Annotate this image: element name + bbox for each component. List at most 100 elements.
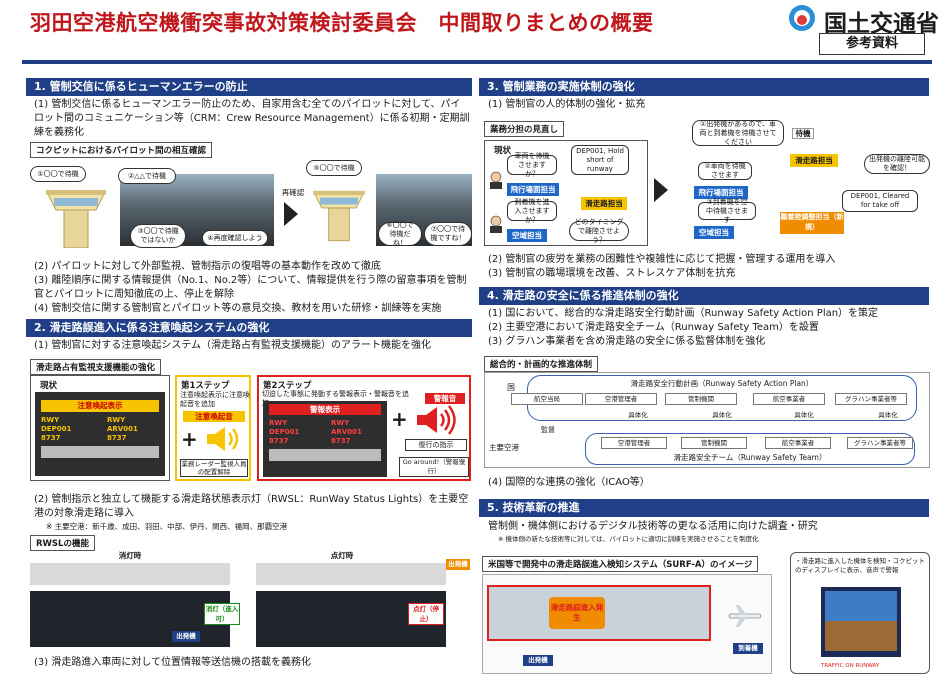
rwsl-off-label: 消灯時	[118, 551, 142, 560]
section-5-item-1: 管制側・機体側におけるデジタル技術等の更なる活用に向けた調査・研究	[488, 521, 818, 532]
duty-dep-hold: DEP001, Hold short of runway	[571, 145, 629, 175]
section-1-item-2: (2) パイロットに対して外部監視、管制指示の復唱等の基本動作を改めて徹底	[34, 261, 382, 272]
speaker-yellow-icon	[207, 427, 239, 451]
current-dep: DEP001	[41, 425, 72, 433]
step-2-rwy-1: RWY	[269, 419, 288, 427]
duty-runway-2: 滑走路担当	[790, 154, 838, 167]
section-2-heading: 2. 滑走路誤進入に係る注意喚起システムの強化	[26, 319, 472, 337]
rwsl-off-state: 消灯（進入可）	[204, 603, 240, 625]
section-4-heading: 4. 滑走路の安全に係る推進体制の強化	[479, 287, 929, 305]
step-2-dep: DEP001	[269, 428, 300, 436]
framework-bottom-box: グラハン事業者等	[847, 437, 913, 449]
section-5-heading: 5. 技術革新の推進	[479, 499, 929, 517]
section-4-item-2: (2) 主要空港において滑走路安全チーム（Runway Safety Team）…	[488, 322, 819, 333]
current-arv-no: 8737	[107, 434, 127, 442]
recheck-label: 再確認	[281, 188, 305, 197]
bubble-pilot-3: ③〇〇で待機ではないか	[130, 224, 186, 248]
duty-dep-clear: DEP001, Cleared for take off	[842, 190, 918, 212]
duty-after-panel: ①出発機があるので、車両と到着機を待機させてください ②車両を待機させます 飛行…	[674, 120, 932, 248]
section-3-item-3: (3) 管制官の職場環境を改善、ストレスケア体制を抗充	[488, 268, 736, 279]
step-2-runway-strip	[269, 449, 381, 461]
section-4-item-3: (3) グラハン事業者を含め滑走路の安全に係る監督体制を強化	[488, 336, 766, 347]
framework-concretize: 具体化	[712, 411, 732, 419]
framework-team: 滑走路安全チーム（Runway Safety Team）	[673, 453, 827, 462]
duty-a3: ③到着機を空中待機させます	[698, 198, 756, 224]
cockpit-note: ・滑走路に進入した機体を検知・コクピットのディスプレイに表示、音声で警報	[795, 557, 925, 574]
section-2-item-2: (2) 管制指示と独立して機能する滑走路状態表示灯（RWSL：RunWay St…	[34, 494, 469, 519]
controller-icon-2	[490, 215, 502, 233]
surfa-departing: 出発機	[523, 655, 553, 666]
surfa-figure: 滑走路誤進入発生 到着機 出発機	[482, 574, 772, 674]
duty-after-bubble: ①出発機があるので、車両と到着機を待機させてください	[692, 120, 784, 146]
framework-bottom-box: 空港管理者	[601, 437, 667, 449]
bubble-tower-1: ①〇〇で待機	[30, 166, 86, 182]
step-2-panel: 第2ステップ 切迫した事態に発動する警報表示・警報音を追加 警報表示 RWY D…	[257, 375, 471, 481]
occupancy-figure-label: 滑走路占有監視支援機能の強化	[30, 359, 162, 375]
step-2-dep-no: 8737	[269, 437, 289, 445]
section-2-item-3: (3) 滑走路進入車両に対して位置情報等送信機の搭載を義務化	[34, 657, 312, 668]
framework-plan: 滑走路安全行動計画（Runway Safety Action Plan）	[630, 379, 814, 388]
current-alert-banner: 注意喚起表示	[41, 400, 159, 412]
step-1-desc: 注意喚起表示に注意喚起音を追加	[180, 391, 250, 408]
step-2-arv: ARV001	[331, 428, 362, 436]
crm-figure-label: コクピットにおけるパイロット間の相互確認	[30, 142, 213, 158]
cockpit-display	[821, 587, 901, 657]
control-tower-right-icon	[313, 190, 365, 242]
framework-top-box: 空港管理者	[585, 393, 657, 405]
speaker-red-icon	[417, 405, 456, 435]
surfa-intrusion: 滑走路誤進入発生	[549, 597, 605, 629]
control-tower-left-icon	[46, 190, 106, 248]
rwsl-figure: 消灯時 消灯（進入可） 出発機 点灯時 出発機 点灯（停止）	[30, 551, 470, 652]
radar-screen-step-2: 警報表示 RWY DEP001 8737 RWY ARV001 8737	[263, 401, 387, 477]
rwsl-on-label: 点灯時	[330, 551, 354, 560]
occupancy-current-panel: 現状 注意喚起表示 RWY DEP001 8737 RWY ARV001 873…	[30, 375, 170, 481]
current-label: 現状	[35, 378, 63, 392]
ministry-logo-icon	[789, 5, 815, 31]
header-divider	[22, 60, 932, 64]
page-title: 羽田空港航空機衝突事故対策検討委員会 中間取りまとめの概要	[30, 11, 654, 35]
duty-arrow-icon	[654, 178, 668, 202]
duty-current-panel: 現状 車両を待機させますか？ 飛行場面担当 到着機を進入させますか？ 空域担当 …	[484, 140, 648, 246]
section-3-item-2: (2) 管制官の疲労を業務の困難性や複雑性に応じて把握・管理する運用を導入	[488, 254, 836, 265]
rwsl-on-state: 点灯（停止）	[408, 603, 444, 625]
duty-after-ground: 飛行場面担当	[694, 186, 748, 199]
radar-screen-current: 注意喚起表示 RWY DEP001 8737 RWY ARV001 8737	[35, 392, 165, 476]
section-1-item-1: (1) 管制交信に係るヒューマンエラー防止のため、自家用含む全てのパイロットに対…	[34, 99, 470, 138]
duty-coord: 離着陸調整担当（新規）	[780, 212, 844, 234]
section-3-heading: 3. 管制業務の実施体制の強化	[479, 78, 929, 96]
rwsl-off-photo	[30, 591, 230, 647]
arrow-right-icon	[284, 202, 298, 226]
framework-bottom-box: 管制機関	[681, 437, 747, 449]
rwsl-on-departing-top: 出発機	[446, 559, 470, 570]
framework-top-box: グラハン事業者等	[835, 393, 907, 405]
reference-label: 参考資料	[819, 33, 925, 55]
section-4-item-4: (4) 国際的な連携の強化（ICAO等）	[488, 477, 650, 488]
step-2-instruction: 復行の指示	[405, 439, 467, 451]
section-1-item-4: (4) 管制交信に関する管制官とパイロット等の意見交換、教材を用いた研修・訓練等…	[34, 303, 442, 314]
plus-icon: +	[181, 427, 198, 451]
step-2-alert-banner: 警報表示	[269, 404, 381, 415]
framework-concretize: 具体化	[628, 411, 648, 419]
current-arv: ARV001	[107, 425, 138, 433]
framework-supervise: 監督	[541, 426, 555, 434]
step-1-panel: 第1ステップ 注意喚起表示に注意喚起音を追加 注意喚起音 + 業務レーダー監視人…	[175, 375, 251, 481]
framework-top-box: 航空事業者	[753, 393, 825, 405]
step-1-note: 業務レーダー監視人員の配置解除	[180, 459, 248, 477]
step-1-label: 第1ステップ	[179, 379, 232, 391]
step-1-badge: 注意喚起音	[183, 411, 245, 422]
bubble-pilot-2: ②△△で待機	[118, 168, 176, 184]
framework-bottom-box: 航空事業者	[765, 437, 831, 449]
step-2-goaround: Go around!（警報復行）	[399, 457, 469, 477]
current-rwy-2: RWY	[107, 416, 126, 424]
section-5-item-1-note: ※ 機体側の新たな技術等に対しては、パイロットに適切に訓練を実施させることを制度…	[498, 535, 759, 543]
duty-ground: 飛行場面担当	[507, 183, 559, 196]
duty-after-air: 空域担当	[694, 226, 734, 239]
section-2-item-1: (1) 管制官に対する注意喚起システム（滑走路占有監視支援機能）のアラート機能を…	[34, 340, 432, 351]
current-rwy-1: RWY	[41, 416, 60, 424]
rwsl-figure-label: RWSLの機能	[30, 535, 95, 551]
framework-concretize: 具体化	[794, 411, 814, 419]
section-1-item-3: (3) 離陸順序に関する情報提供（No.1、No.2等）について、情報提供を行う…	[34, 275, 467, 300]
duty-waiting: 待機	[792, 128, 814, 139]
framework-top-box: 航空当局	[511, 393, 583, 405]
rwsl-off-departing: 出発機	[172, 631, 200, 642]
